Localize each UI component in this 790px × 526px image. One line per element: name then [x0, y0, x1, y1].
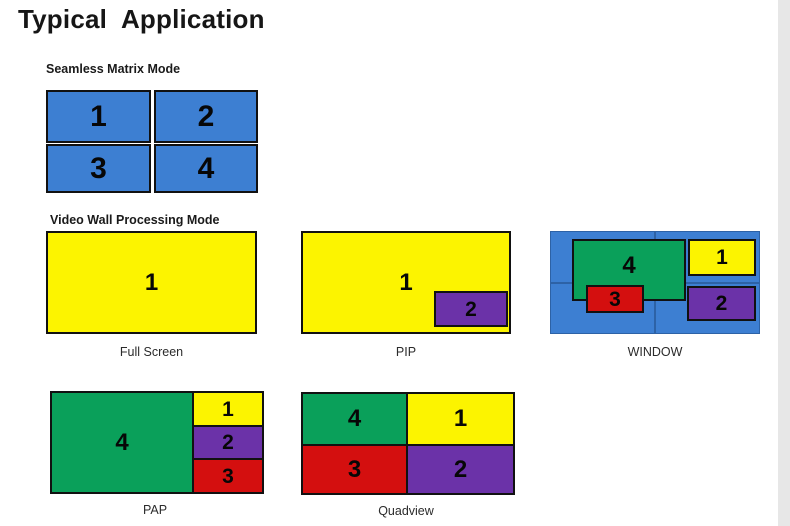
right-gutter: [778, 0, 790, 526]
window-window-2[interactable]: 2: [687, 286, 756, 321]
matrix-tile-4-number: 4: [197, 151, 215, 185]
pap-window-3[interactable]: 3: [192, 458, 264, 494]
quadview-window-4[interactable]: 4: [301, 392, 408, 446]
quadview-window-4-number: 4: [347, 405, 362, 432]
section-label-video-wall: Video Wall Processing Mode: [50, 213, 220, 227]
pip-window-2[interactable]: 2: [434, 291, 508, 327]
matrix-tile-2-number: 2: [197, 99, 215, 133]
quadview-panel[interactable]: 4 1 3 2: [301, 392, 515, 495]
pap-window-2[interactable]: 2: [192, 425, 264, 460]
window-window-4-number: 4: [622, 252, 636, 279]
pap-window-3-number: 3: [222, 464, 234, 488]
caption-quadview: Quadview: [378, 504, 434, 518]
quadview-window-3-number: 3: [347, 455, 362, 483]
quadview-window-1-number: 1: [453, 405, 468, 432]
window-window-2-number: 2: [715, 292, 728, 315]
full-screen-panel[interactable]: 1: [46, 231, 257, 334]
full-screen-window-1-number: 1: [144, 268, 159, 296]
pap-window-1[interactable]: 1: [192, 391, 264, 427]
quadview-window-2[interactable]: 2: [406, 444, 515, 495]
matrix-tile-3-number: 3: [90, 151, 107, 185]
window-window-1-number: 1: [716, 246, 728, 269]
matrix-tile-2[interactable]: 2: [154, 90, 258, 143]
pap-window-4-number: 4: [115, 428, 129, 456]
caption-pip: PIP: [395, 345, 417, 359]
quadview-window-2-number: 2: [453, 455, 468, 483]
pip-panel[interactable]: 1 2: [301, 231, 511, 334]
matrix-tile-3[interactable]: 3: [46, 144, 151, 193]
caption-pap: PAP: [142, 503, 168, 517]
window-panel[interactable]: 4 1 3 2: [550, 231, 760, 334]
window-window-3[interactable]: 3: [586, 285, 644, 313]
matrix-tile-1[interactable]: 1: [46, 90, 151, 143]
pip-window-1-number: 1: [399, 268, 413, 296]
window-window-1[interactable]: 1: [688, 239, 756, 276]
window-window-3-number: 3: [609, 287, 621, 311]
matrix-tile-4[interactable]: 4: [154, 144, 258, 193]
pip-window-2-number: 2: [465, 297, 477, 321]
pap-window-2-number: 2: [222, 431, 234, 454]
section-label-seamless-matrix: Seamless Matrix Mode: [46, 62, 181, 76]
pap-window-4[interactable]: 4: [50, 391, 194, 494]
pap-panel[interactable]: 4 1 2 3: [50, 391, 264, 494]
caption-full-screen: Full Screen: [119, 345, 184, 359]
quadview-window-1[interactable]: 1: [406, 392, 515, 446]
caption-window: WINDOW: [627, 345, 683, 359]
page-title: Typical Application: [18, 4, 265, 34]
matrix-tile-1-number: 1: [90, 99, 107, 133]
quadview-window-3[interactable]: 3: [301, 444, 408, 495]
pap-window-1-number: 1: [222, 397, 234, 421]
